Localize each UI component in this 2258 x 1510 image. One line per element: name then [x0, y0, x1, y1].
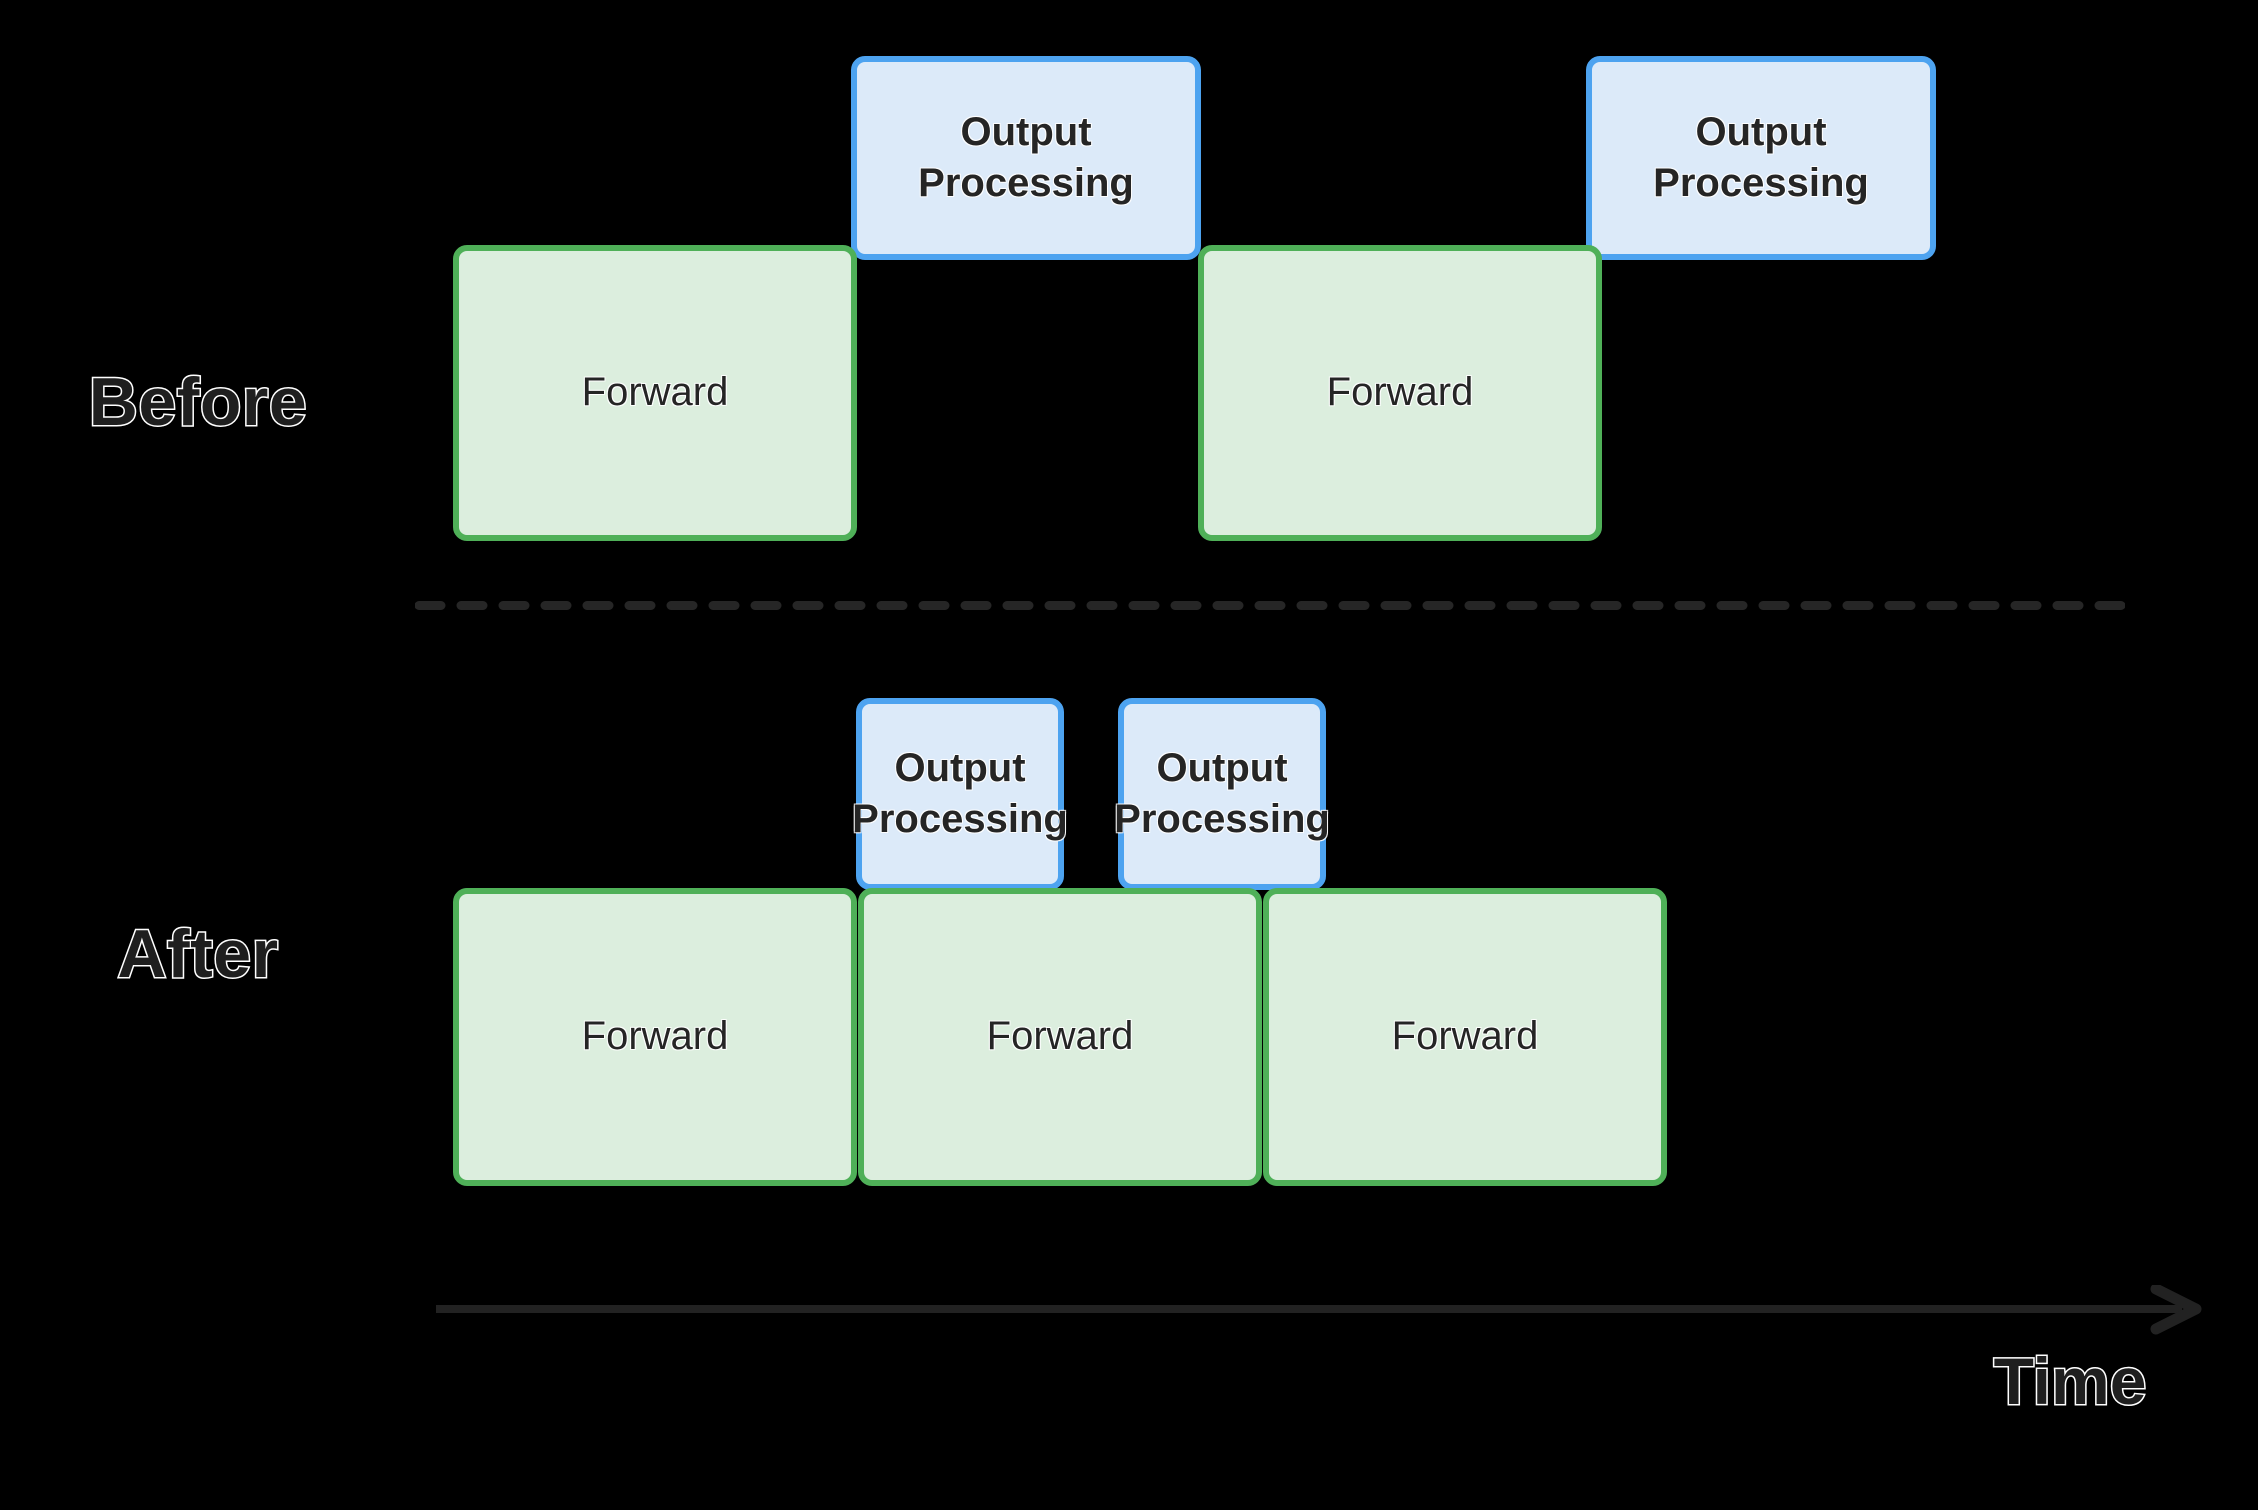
time-axis-label: Time: [1992, 1344, 2148, 1418]
block-label: Output Processing: [1114, 745, 1330, 841]
after-forward-block-1: Forward: [453, 888, 857, 1186]
row-divider: [415, 601, 2125, 610]
row-label-before: Before: [87, 364, 308, 440]
before-forward-block-2: Forward: [1198, 245, 1602, 541]
time-axis: [430, 1285, 2210, 1335]
before-output-processing-block-1: Output Processing: [851, 56, 1201, 260]
dashed-line-icon: [415, 601, 2125, 610]
block-label: Output Processing: [1653, 109, 1869, 205]
block-label: Forward: [1326, 370, 1474, 415]
before-output-processing-block-2: Output Processing: [1586, 56, 1936, 260]
after-output-processing-block-1: Output Processing: [852, 698, 1068, 890]
after-forward-block-2: Forward: [858, 888, 1262, 1186]
block-label: Output Processing: [852, 745, 1068, 841]
after-output-processing-block-2: Output Processing: [1114, 698, 1330, 890]
row-label-after: After: [116, 916, 280, 992]
right-arrow-icon: [436, 1285, 2202, 1335]
after-forward-block-3: Forward: [1263, 888, 1667, 1186]
block-label: Forward: [1391, 1014, 1539, 1059]
block-label: Forward: [581, 1014, 729, 1059]
before-forward-block-1: Forward: [453, 245, 857, 541]
block-label: Forward: [986, 1014, 1134, 1059]
block-label: Forward: [581, 370, 729, 415]
block-label: Output Processing: [918, 109, 1134, 205]
